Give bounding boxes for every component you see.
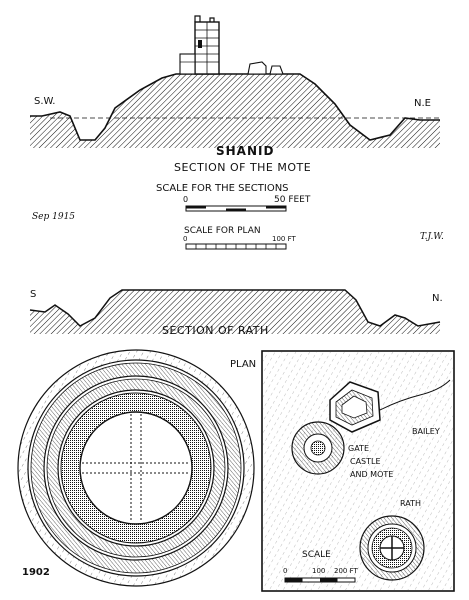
rath-plan (17, 349, 255, 587)
plan-scale-zero: 0 (183, 235, 188, 243)
rath-label-south: S (30, 289, 37, 300)
map-scale-mid: 100 (312, 567, 326, 575)
map-label-rath: RATH (400, 499, 421, 508)
map-label-and-mote: AND MOTE (350, 470, 394, 479)
plan-year: 1902 (22, 567, 50, 578)
mote-section-profile (30, 15, 440, 162)
rath-label-north: N. (432, 293, 443, 304)
drawing-title: SHANID (216, 144, 275, 158)
rath-section-profile (29, 289, 441, 334)
map-scale-end: 200 FT (334, 567, 358, 575)
mote-section-title: SECTION OF THE MOTE (174, 161, 312, 174)
sections-scale-title: SCALE FOR THE SECTIONS (156, 183, 289, 194)
rath-section-title: SECTION OF RATH (162, 324, 269, 337)
map-scale-zero: 0 (283, 567, 288, 575)
map-label-gate: GATE (348, 444, 369, 453)
plan-title: PLAN (230, 359, 257, 370)
initials-signature: T.J.W. (420, 232, 444, 242)
map-label-bailey: BAILEY (412, 427, 440, 436)
map-label-castle: CASTLE (350, 457, 381, 466)
mote-label-northeast: N.E (414, 98, 431, 109)
plan-scale-end: 100 FT (272, 235, 296, 243)
sections-scale-zero: 0 (183, 195, 189, 204)
map-scale-title: SCALE (302, 550, 331, 560)
site-map (261, 350, 455, 592)
mote-label-southwest: S.W. (34, 96, 56, 107)
sections-scale-bar (185, 205, 287, 212)
castle-ruin-sketch (179, 15, 284, 75)
date-annotation: Sep 1915 (32, 212, 76, 222)
plan-scale-bar (185, 243, 287, 250)
sections-scale-end: 50 FEET (274, 195, 311, 205)
plan-scale-title: SCALE FOR PLAN (184, 226, 261, 236)
